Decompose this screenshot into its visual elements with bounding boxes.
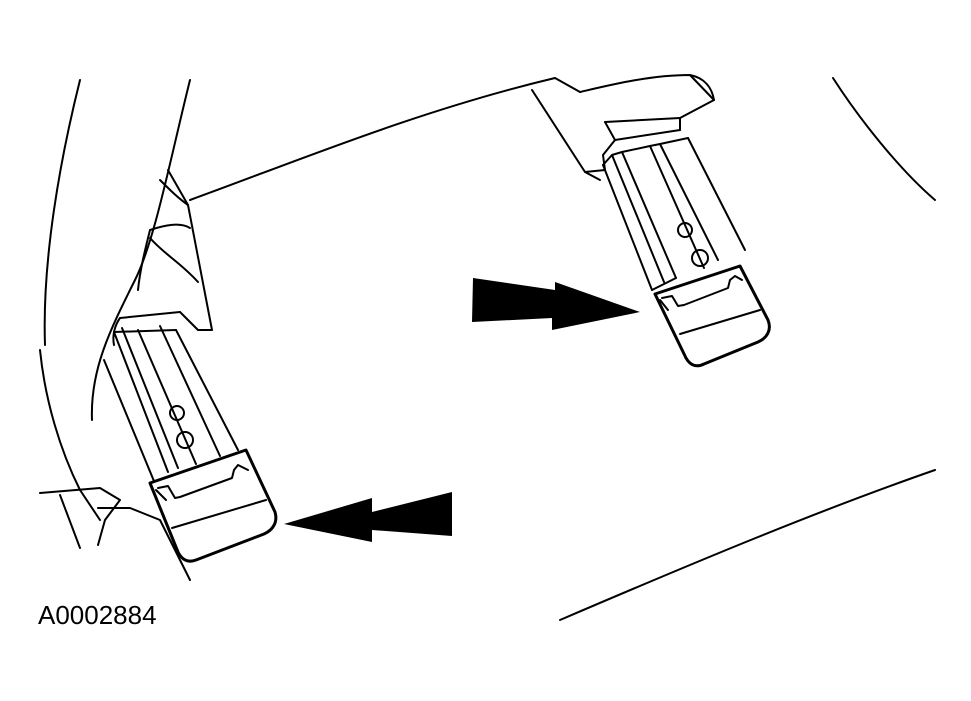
figure-id-label: A0002884 xyxy=(38,600,157,630)
left-bracket xyxy=(112,169,213,346)
right-track-end-cap xyxy=(653,264,771,368)
double-arrow-right-icon xyxy=(472,278,640,330)
right-bracket xyxy=(531,74,715,181)
double-arrow-left-icon xyxy=(284,492,452,542)
floor-panel-outline xyxy=(189,74,936,621)
right-seat-track-rail xyxy=(602,137,746,291)
left-seat-frame xyxy=(39,79,191,581)
left-seat-track-rail xyxy=(103,325,239,487)
left-track-end-cap xyxy=(148,448,278,563)
